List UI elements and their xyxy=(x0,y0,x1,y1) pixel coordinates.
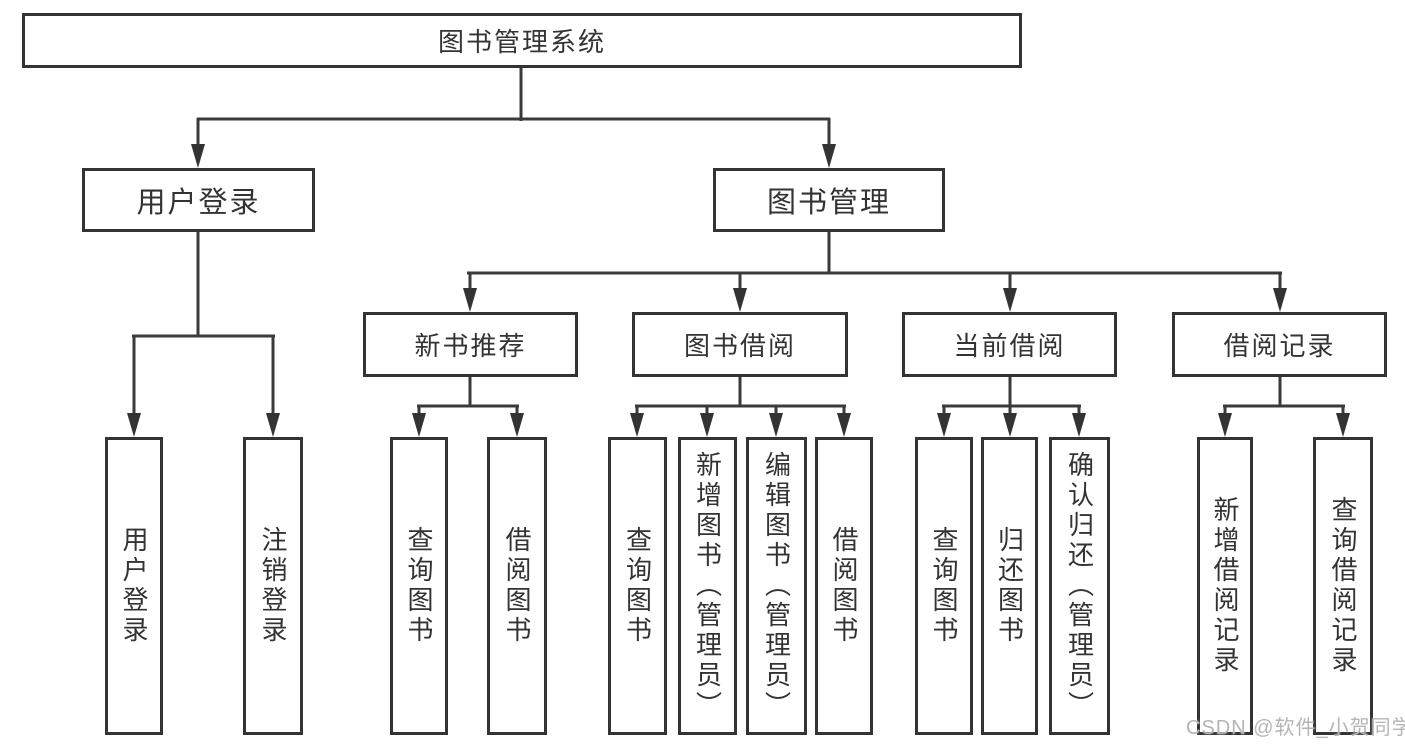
leaf-rec-query-books-label: 查询图书 xyxy=(404,526,434,646)
connector-drop-cb-query xyxy=(942,405,946,417)
arrow-borrow-records xyxy=(1273,288,1287,312)
connector-drop-bb-borrow xyxy=(842,405,846,417)
connector-mgmt-stem xyxy=(827,232,831,274)
leaf-cb-confirm-return-label: 确认归还（管理员） xyxy=(1064,451,1095,721)
node-borrowing-records: 借阅记录 xyxy=(1172,312,1387,377)
arrow-br-add xyxy=(1218,413,1232,437)
connector-drop-cb-return xyxy=(1008,405,1012,417)
connector-drop-bb-query xyxy=(635,405,639,417)
leaf-br-query-record: 查询借阅记录 xyxy=(1313,437,1373,735)
leaf-logout-label: 注销登录 xyxy=(258,526,288,646)
connector-drop-leaf-logout xyxy=(271,335,275,417)
connector-root-stem xyxy=(519,68,523,121)
leaf-rec-query-books: 查询图书 xyxy=(390,437,448,735)
leaf-cb-query-books: 查询图书 xyxy=(915,437,973,735)
arrow-new-book-rec xyxy=(463,288,477,312)
connector-drop-rec-query xyxy=(417,405,421,417)
connector-root-branch xyxy=(197,117,830,121)
leaf-bb-edit-books-label: 编辑图书（管理员） xyxy=(761,451,792,721)
connector-mgmt-branch xyxy=(467,271,1282,275)
arrow-bb-borrow xyxy=(837,413,851,437)
leaf-br-add-record-label: 新增借阅记录 xyxy=(1210,496,1240,676)
node-user-login: 用户登录 xyxy=(82,168,315,232)
connector-cb-stem xyxy=(1008,377,1012,407)
leaf-bb-add-books: 新增图书（管理员） xyxy=(678,437,737,735)
arrow-bb-add xyxy=(700,413,714,437)
connector-drop-rec-borrow xyxy=(515,405,519,417)
leaf-user-login-label: 用户登录 xyxy=(119,526,149,646)
leaf-bb-add-books-label: 新增图书（管理员） xyxy=(692,451,723,721)
connector-drop-new-book-rec xyxy=(468,272,472,292)
connector-drop-cb-confirm xyxy=(1077,405,1081,417)
arrow-bb-edit xyxy=(769,413,783,437)
connector-bb-stem xyxy=(738,377,742,407)
leaf-bb-borrow-books: 借阅图书 xyxy=(815,437,873,735)
connector-drop-book-mgmt xyxy=(827,118,831,148)
arrow-leaf-logout xyxy=(266,413,280,437)
node-current-borrowing: 当前借阅 xyxy=(902,312,1117,377)
connector-cb-branch xyxy=(942,404,1081,408)
arrow-cb-query xyxy=(937,413,951,437)
leaf-br-add-record: 新增借阅记录 xyxy=(1197,437,1253,735)
leaf-br-query-record-label: 查询借阅记录 xyxy=(1328,496,1358,676)
connector-login-stem xyxy=(196,232,200,337)
leaf-cb-return-books-label: 归还图书 xyxy=(994,526,1025,646)
leaf-bb-edit-books: 编辑图书（管理员） xyxy=(746,437,807,735)
leaf-bb-query-books: 查询图书 xyxy=(608,437,667,735)
connector-rec-stem xyxy=(468,377,472,407)
connector-drop-br-query xyxy=(1341,405,1345,417)
arrow-cb-confirm xyxy=(1072,413,1086,437)
connector-drop-current-borrow xyxy=(1008,272,1012,292)
leaf-cb-confirm-return: 确认归还（管理员） xyxy=(1049,437,1110,735)
leaf-bb-query-books-label: 查询图书 xyxy=(622,526,653,646)
arrow-cb-return xyxy=(1003,413,1017,437)
connector-rec-branch xyxy=(417,404,519,408)
connector-drop-leaf-login xyxy=(132,335,136,417)
connector-drop-user-login xyxy=(196,118,200,148)
connector-drop-br-add xyxy=(1223,405,1227,417)
connector-drop-bb-edit xyxy=(774,405,778,417)
leaf-rec-borrow-books: 借阅图书 xyxy=(487,437,547,735)
leaf-user-login: 用户登录 xyxy=(105,437,163,735)
leaf-cb-query-books-label: 查询图书 xyxy=(929,526,959,646)
node-new-book-recommend: 新书推荐 xyxy=(363,312,578,377)
leaf-bb-borrow-books-label: 借阅图书 xyxy=(829,526,859,646)
leaf-cb-return-books: 归还图书 xyxy=(981,437,1038,735)
arrow-leaf-login xyxy=(127,413,141,437)
csdn-watermark: CSDN @软件_小贺同学 xyxy=(1186,717,1405,739)
connector-login-branch xyxy=(132,334,275,338)
connector-br-branch xyxy=(1223,404,1345,408)
arrow-book-borrow xyxy=(733,288,747,312)
arrow-current-borrow xyxy=(1003,288,1017,312)
connector-drop-bb-add xyxy=(705,405,709,417)
node-root: 图书管理系统 xyxy=(22,13,1022,68)
arrow-book-mgmt xyxy=(822,144,836,168)
node-book-management: 图书管理 xyxy=(713,168,945,232)
arrow-rec-query xyxy=(412,413,426,437)
node-book-borrowing: 图书借阅 xyxy=(632,312,848,377)
leaf-logout: 注销登录 xyxy=(243,437,303,735)
connector-drop-book-borrow xyxy=(738,272,742,292)
connector-bb-branch xyxy=(635,404,846,408)
connector-drop-borrow-records xyxy=(1278,272,1282,292)
connector-br-stem xyxy=(1278,377,1282,407)
leaf-rec-borrow-books-label: 借阅图书 xyxy=(502,526,532,646)
arrow-br-query xyxy=(1336,413,1350,437)
arrow-bb-query xyxy=(630,413,644,437)
arrow-rec-borrow xyxy=(510,413,524,437)
arrow-user-login xyxy=(191,144,205,168)
